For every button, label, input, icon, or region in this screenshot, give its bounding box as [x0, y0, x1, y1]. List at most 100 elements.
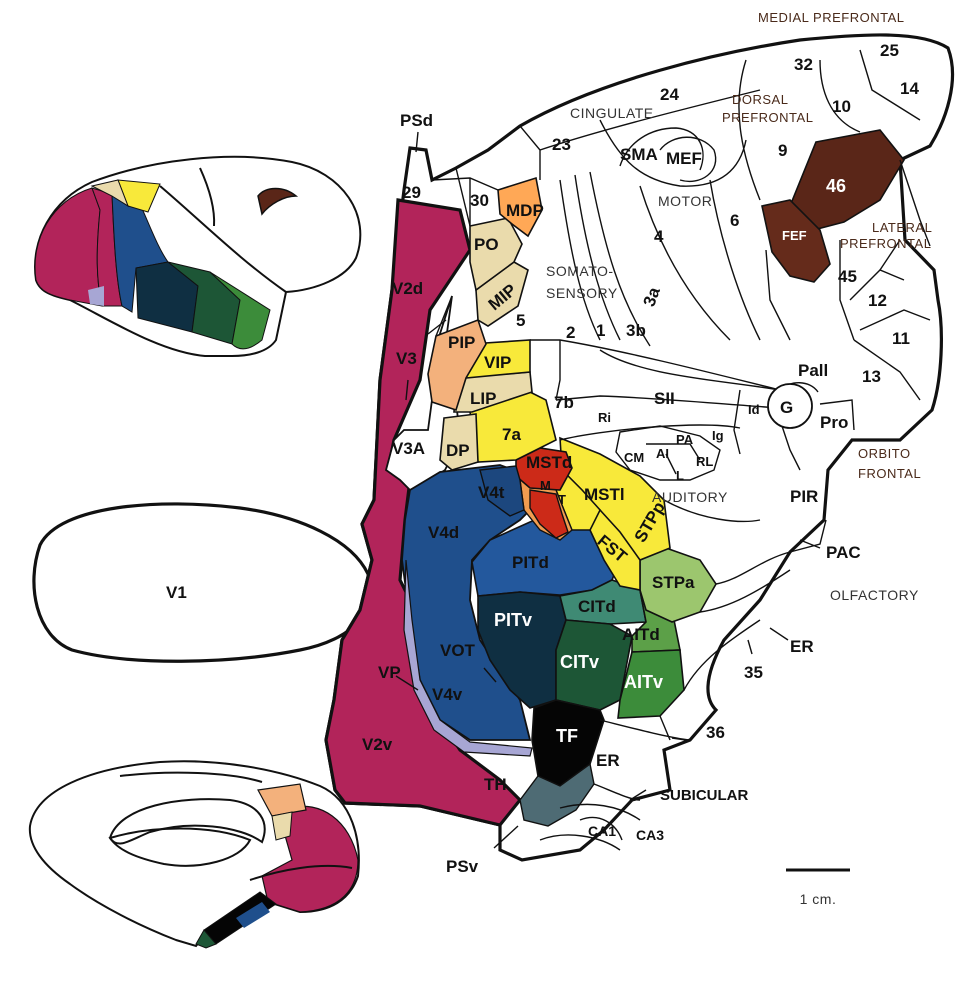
lateral-lightgreen-patch	[209, 271, 271, 350]
area-dp-shape	[439, 413, 479, 471]
label-area-v2d: V2d	[392, 279, 423, 298]
label-area-l: L	[676, 468, 684, 483]
label-area-1: 1	[596, 321, 605, 340]
label-olfactory: OLFACTORY	[830, 587, 919, 603]
medial-corpus-callosum	[108, 798, 266, 845]
label-area-th: TH	[484, 775, 507, 794]
label-area-13: 13	[862, 367, 881, 386]
label-area-11: 11	[892, 329, 910, 348]
label-area-aitv: AITv	[624, 672, 663, 692]
region-labels: MEDIAL PREFRONTAL CINGULATE DORSAL PREFR…	[546, 10, 932, 804]
label-area-pro: Pro	[820, 413, 848, 432]
label-area-6: 6	[730, 211, 739, 230]
medial-brain-outline	[28, 760, 360, 948]
label-area-er2: ER	[596, 751, 620, 770]
label-area-ig: Ig	[712, 428, 724, 443]
medial-callosal-inner	[108, 827, 252, 867]
label-area-7a: 7a	[502, 425, 521, 444]
medial-cingulate-sulcus	[119, 771, 263, 783]
area-th-shape	[519, 762, 595, 827]
label-area-3b: 3b	[626, 321, 646, 340]
area-vp-strip	[403, 559, 533, 757]
label-area-45: 45	[838, 267, 857, 286]
label-area-v2v: V2v	[362, 735, 393, 754]
label-subicular: SUBICULAR	[660, 787, 748, 804]
label-area-24: 24	[660, 85, 679, 104]
label-area-pitd: PITd	[512, 553, 549, 572]
medial-calcarine-sulcus	[249, 864, 353, 881]
label-auditory: AUDITORY	[652, 489, 728, 505]
medial-blue-patch	[236, 902, 270, 928]
label-area-fef: FEF	[782, 228, 807, 243]
label-area-ri: Ri	[598, 410, 611, 425]
area-v2-shape	[324, 198, 523, 827]
scale-label: 1 cm.	[800, 891, 837, 907]
label-area-ca1: CA1	[588, 823, 616, 839]
label-area-7b: 7b	[554, 393, 574, 412]
medial-orange-patch	[257, 783, 307, 817]
label-area-mdp: MDP	[506, 201, 544, 220]
label-area-v4t: V4t	[478, 483, 505, 502]
lateral-tan-patch	[90, 179, 130, 208]
lateral-eye-patch	[257, 187, 299, 216]
label-area-cm: CM	[624, 450, 644, 465]
label-area-g: G	[780, 398, 793, 417]
lateral-sulcus-line	[159, 185, 287, 293]
label-area-stpa: STPa	[652, 573, 695, 592]
label-cingulate: CINGULATE	[570, 105, 654, 121]
area-labels: 25 14 32 24 10 23 SMA MEF 9 46 PSd 29 30…	[166, 41, 919, 876]
lateral-brain-outline	[34, 155, 362, 357]
label-area-sma: SMA	[620, 145, 658, 164]
area-7a-shape	[469, 391, 557, 463]
area-mdp-shape	[497, 176, 543, 238]
leader-lines	[395, 131, 821, 849]
label-area-t: T	[558, 492, 566, 507]
label-area-pir: PIR	[790, 487, 818, 506]
label-area-pall: Pall	[798, 361, 828, 380]
lateral-sulcus-line-2	[199, 167, 216, 227]
label-area-tf: TF	[556, 726, 578, 746]
label-area-er: ER	[790, 637, 814, 656]
lateral-v4-patch	[111, 193, 169, 313]
label-area-36: 36	[706, 723, 725, 742]
label-area-ai: AI	[656, 446, 669, 461]
label-area-v1: V1	[166, 583, 187, 602]
label-area-psd: PSd	[400, 111, 433, 130]
label-orbitofrontal-2: FRONTAL	[858, 466, 921, 481]
lateral-lav-patch	[88, 286, 104, 306]
label-area-v3a: V3A	[392, 439, 425, 458]
label-area-aitd: AITd	[622, 625, 660, 644]
label-area-25: 25	[880, 41, 899, 60]
label-area-32: 32	[794, 55, 813, 74]
label-area-10: 10	[832, 97, 851, 116]
label-area-mstl: MSTl	[584, 485, 625, 504]
label-area-pip: PIP	[448, 333, 475, 352]
label-area-vp: VP	[378, 663, 401, 682]
area-mt-core	[529, 489, 569, 539]
label-area-psv: PSv	[446, 857, 479, 876]
label-somatosensory-2: SENSORY	[546, 285, 618, 301]
label-area-v4d: V4d	[428, 523, 459, 542]
area-pip-shape	[427, 318, 487, 412]
label-motor: MOTOR	[658, 193, 712, 209]
label-area-mstd: MSTd	[526, 453, 572, 472]
label-medial-prefrontal: MEDIAL PREFRONTAL	[758, 10, 904, 25]
label-area-id: Id	[748, 402, 760, 417]
medial-tan-patch	[271, 811, 293, 841]
lateral-brain-view	[34, 155, 362, 357]
label-area-lip: LIP	[470, 389, 496, 408]
label-area-35: 35	[744, 663, 763, 682]
lateral-v1-patch	[34, 187, 103, 307]
medial-green-patch	[195, 929, 217, 949]
label-area-citv: CITv	[560, 652, 599, 672]
area-fst-shape	[589, 508, 641, 591]
label-dorsal-prefrontal-2: PREFRONTAL	[722, 110, 813, 125]
label-orbitofrontal-1: ORBITO	[858, 446, 911, 461]
label-area-2: 2	[566, 323, 575, 342]
label-area-pac: PAC	[826, 543, 861, 562]
area-fef-shape	[761, 199, 831, 283]
area-v4t-shape	[479, 465, 525, 517]
medial-brain-view	[28, 760, 360, 949]
